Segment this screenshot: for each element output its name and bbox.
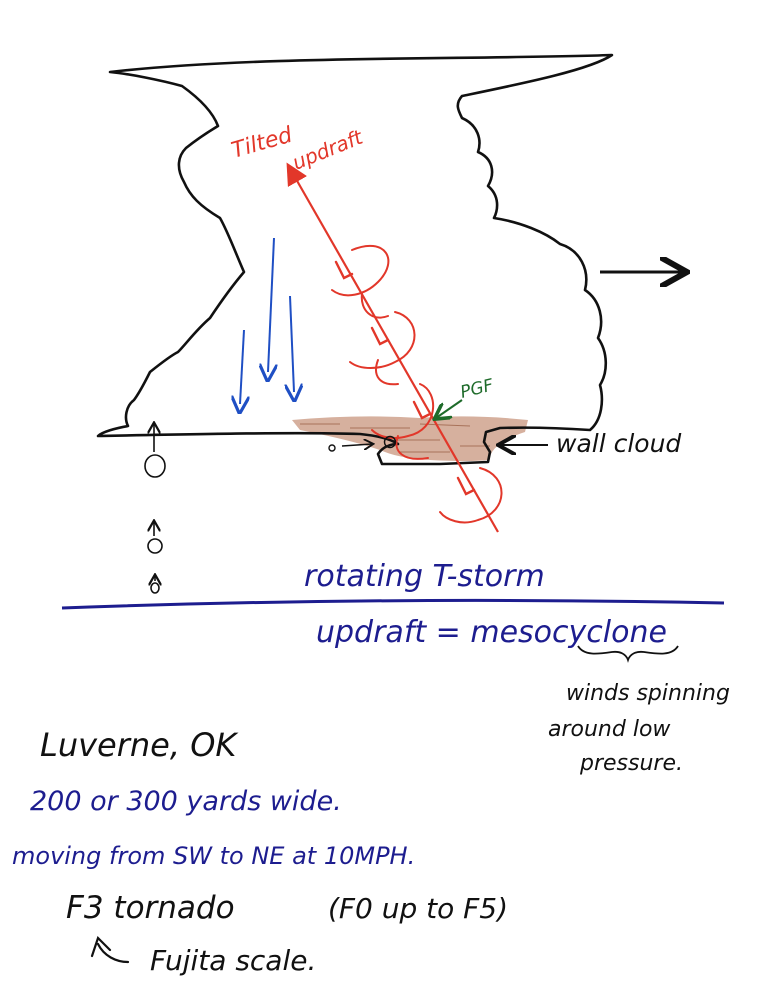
thunderstorm-cloud-outline bbox=[96, 53, 614, 466]
wind-barb-icon bbox=[412, 400, 432, 420]
wind-barb-icon bbox=[334, 260, 354, 280]
rotation-loop-icon bbox=[349, 311, 416, 369]
downdraft-arrow bbox=[290, 295, 294, 392]
wind-barb-icon bbox=[370, 326, 390, 346]
rotation-loop-icon bbox=[439, 467, 503, 524]
downdraft-arrow bbox=[268, 237, 274, 372]
note-line-2: around low bbox=[548, 717, 671, 742]
rotation-loops bbox=[331, 244, 503, 524]
wall-cloud-label: wall cloud bbox=[556, 429, 681, 458]
rotation-loop-icon bbox=[331, 244, 390, 297]
pgf-arrow bbox=[436, 399, 463, 418]
location-label: Luverne, OK bbox=[40, 726, 239, 764]
updraft-arrow bbox=[286, 162, 499, 533]
parcel-circle bbox=[150, 582, 160, 594]
fujita-scale-label: Fujita scale. bbox=[150, 944, 316, 977]
fujita-pointer-arrow bbox=[90, 935, 130, 964]
rating-range-label: (F0 up to F5) bbox=[328, 892, 508, 925]
inflow-parcel bbox=[328, 435, 397, 452]
note-line-3: pressure. bbox=[579, 751, 683, 776]
pgf-label: PGF bbox=[458, 375, 495, 402]
rain-base-shading bbox=[292, 416, 528, 461]
downdraft-arrows bbox=[240, 237, 294, 404]
parcel-circle bbox=[147, 538, 163, 554]
title-underline bbox=[61, 599, 725, 610]
note-line-1: winds spinning bbox=[566, 681, 730, 706]
rotation-loop-icon bbox=[371, 383, 435, 439]
wind-barbs bbox=[334, 260, 476, 496]
tilted-label: Tilted bbox=[229, 122, 296, 163]
updraft-mesocyclone-line: updraft = mesocyclone bbox=[316, 615, 667, 650]
motion-label: moving from SW to NE at 10MPH. bbox=[12, 842, 415, 870]
diagram-title: rotating T-storm bbox=[304, 559, 545, 594]
width-label: 200 or 300 yards wide. bbox=[30, 786, 342, 817]
downdraft-arrow bbox=[240, 329, 244, 404]
wind-barb-icon bbox=[456, 476, 476, 496]
updraft-label: updraft bbox=[289, 124, 367, 174]
mesocyclone-brace bbox=[577, 645, 679, 663]
rising-parcels bbox=[144, 424, 166, 594]
rating-label: F3 tornado bbox=[66, 890, 235, 926]
parcel-circle bbox=[144, 454, 166, 478]
